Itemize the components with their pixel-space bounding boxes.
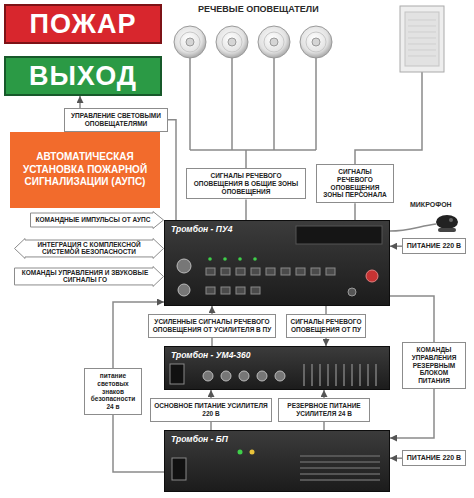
connector xyxy=(113,415,164,472)
connector xyxy=(390,389,434,438)
connector xyxy=(390,457,402,459)
power-tag: РЕЗЕРВНОЕ ПИТАНИЕ УСИЛИТЕЛЯ 24 В xyxy=(278,398,370,422)
connector xyxy=(390,245,402,247)
alarm-system-box: АВТОМАТИЧЕСКАЯ УСТАНОВКА ПОЖАРНОЙ СИГНАЛ… xyxy=(10,132,160,208)
tag-text: питание световых знаков безопасности 24 … xyxy=(88,372,138,411)
tag-text: РЕЗЕРВНОЕ ПИТАНИЕ УСИЛИТЕЛЯ 24 В xyxy=(282,402,366,418)
double-block-arrow: ИНТЕГРАЦИЯ С КОМПЛЕКСНОЙ СИСТЕМОЙ БЕЗОПА… xyxy=(14,238,164,259)
connector xyxy=(325,306,327,314)
power-unit xyxy=(164,430,390,492)
power-tag: ПИТАНИЕ 220 В xyxy=(402,450,466,466)
connector xyxy=(168,120,176,220)
power-tag: ОСНОВНОЕ ПИТАНИЕ УСИЛИТЕЛЯ 220 В xyxy=(150,398,272,422)
group-heading: РЕЧЕВЫЕ ОПОВЕЩАТЕЛИ xyxy=(198,4,319,14)
amplifier xyxy=(164,346,390,390)
device-panel: Тромбон - ПУ4 xyxy=(164,220,390,306)
signal-tag: СИГНАЛЫ РЕЧЕВОГО ОПОВЕЩЕНИЯ В ОБЩИЕ ЗОНЫ… xyxy=(186,168,306,199)
connector xyxy=(390,296,434,342)
device-panel: Тромбон - УМ4-360 xyxy=(164,346,390,390)
device-name: Тромбон - УМ4-360 xyxy=(171,350,383,360)
tag-text: ПИТАНИЕ 220 В xyxy=(406,242,462,250)
exit-sign: ВЫХОД xyxy=(4,56,162,96)
connector xyxy=(211,338,213,346)
device-panel: Тромбон - БП xyxy=(164,430,390,492)
connector xyxy=(210,422,212,430)
device-name: Тромбон - БП xyxy=(171,434,383,444)
speaker-wires xyxy=(190,58,436,231)
tag-text: ПИТАНИЕ 220 В xyxy=(406,454,462,462)
sign-text: ПОЖАР xyxy=(30,9,137,40)
power-tag: ПИТАНИЕ 220 В xyxy=(402,238,466,254)
fire-sign: ПОЖАР xyxy=(4,4,162,44)
device-name: Тромбон - ПУ4 xyxy=(171,224,383,234)
arrow-text: КОМАНДЫ УПРАВЛЕНИЯ И ЗВУКОВЫЕ СИГНАЛЫ ГО xyxy=(19,269,151,284)
ceiling-speaker xyxy=(174,26,332,58)
box-title: АВТОМАТИЧЕСКАЯ УСТАНОВКА ПОЖАРНОЙ СИГНАЛ… xyxy=(16,151,154,189)
tag-text: СИГНАЛЫ РЕЧЕВОГО ОПОВЕЩЕНИЯ ЗОНЫ ПЕРСОНА… xyxy=(320,168,390,199)
sign-text: ВЫХОД xyxy=(29,61,137,92)
connector xyxy=(211,306,213,314)
power-tag: питание световых знаков безопасности 24 … xyxy=(84,368,142,415)
tag-text: УСИЛЕННЫЕ СИГНАЛЫ РЕЧЕВОГО ОПОВЕЩЕНИЯ ОТ… xyxy=(152,318,272,334)
command-tag: КОМАНДЫ УПРАВЛЕНИЯ РЕЗЕРВНЫМ БЛОКОМ ПИТА… xyxy=(402,342,466,389)
tag-text: СИГНАЛЫ РЕЧЕВОГО ОПОВЕЩЕНИЯ ОТ ПУ xyxy=(290,318,362,334)
tag-text: УПРАВЛЕНИЕ СВЕТОВЫМИ ОПОВЕЩАТЕЛЯМИ xyxy=(68,112,164,128)
arrow-shape xyxy=(15,267,164,287)
signal-tag: УПРАВЛЕНИЕ СВЕТОВЫМИ ОПОВЕЩАТЕЛЯМИ xyxy=(64,108,168,132)
signal-tag: СИГНАЛЫ РЕЧЕВОГО ОПОВЕЩЕНИЯ ЗОНЫ ПЕРСОНА… xyxy=(316,164,394,203)
arrow-text: КОМАНДНЫЕ ИМПУЛЬСЫ ОТ АУПС xyxy=(36,216,151,223)
block-arrow: КОМАНДЫ УПРАВЛЕНИЯ И ЗВУКОВЫЕ СИГНАЛЫ ГО xyxy=(14,266,164,287)
connector xyxy=(323,390,325,398)
part-name: МИКРОФОН xyxy=(410,201,452,208)
tag-text: СИГНАЛЫ РЕЧЕВОГО ОПОВЕЩЕНИЯ В ОБЩИЕ ЗОНЫ… xyxy=(190,172,302,195)
connector xyxy=(323,422,325,430)
connector xyxy=(79,96,81,108)
signal-tag: УСИЛЕННЫЕ СИГНАЛЫ РЕЧЕВОГО ОПОВЕЩЕНИЯ ОТ… xyxy=(148,314,276,338)
wall-speaker xyxy=(400,6,444,72)
tag-text: ОСНОВНОЕ ПИТАНИЕ УСИЛИТЕЛЯ 220 В xyxy=(154,402,268,418)
arrow-text: ИНТЕГРАЦИЯ С КОМПЛЕКСНОЙ СИСТЕМОЙ БЕЗОПА… xyxy=(27,241,151,256)
arrow-shape xyxy=(15,239,164,259)
arrow-shape xyxy=(31,212,164,229)
signal-tag: СИГНАЛЫ РЕЧЕВОГО ОПОВЕЩЕНИЯ ОТ ПУ xyxy=(286,314,366,338)
tag-text: КОМАНДЫ УПРАВЛЕНИЯ РЕЗЕРВНЫМ БЛОКОМ ПИТА… xyxy=(406,346,462,385)
control-unit xyxy=(164,220,390,306)
connector xyxy=(210,390,212,398)
connector xyxy=(325,338,327,346)
microphone xyxy=(436,215,458,232)
connector xyxy=(354,203,356,220)
connector xyxy=(245,199,247,220)
block-arrow: КОМАНДНЫЕ ИМПУЛЬСЫ ОТ АУПС xyxy=(30,211,164,229)
